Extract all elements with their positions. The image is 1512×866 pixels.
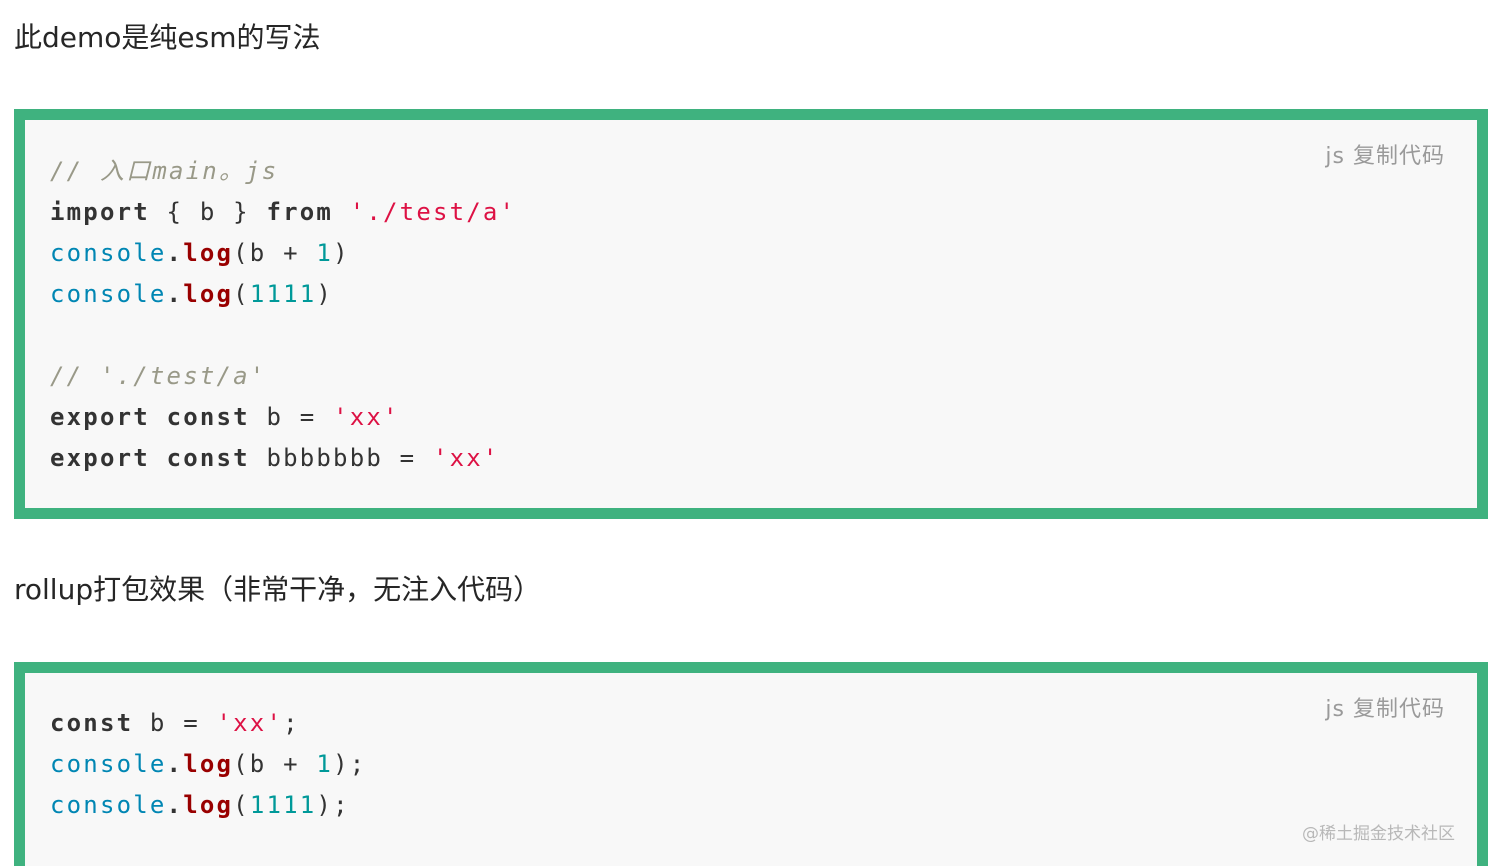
code-token: console (50, 239, 167, 267)
code-token: (b + (233, 239, 317, 267)
code-token: . (166, 280, 184, 308)
copy-code-button[interactable]: js 复制代码 (1325, 138, 1445, 170)
code-token (333, 198, 350, 226)
code-token: 1111 (249, 791, 317, 819)
code-token: 'xx' (432, 444, 500, 472)
code-token: ); (333, 750, 367, 778)
code-token: . (166, 239, 184, 267)
code-line: import { b } from './test/a' (50, 192, 516, 233)
copy-code-label: 复制代码 (1352, 697, 1445, 722)
code-token: b = (249, 403, 334, 431)
code-token: export (50, 444, 150, 472)
code-token: log (183, 791, 234, 819)
code-token: const (50, 709, 134, 737)
code-line: export const b = 'xx' (50, 397, 516, 438)
code-lang-label: js (1325, 144, 1345, 169)
code-token: log (183, 280, 234, 308)
code-token: ( (233, 280, 250, 308)
code-token: log (183, 750, 234, 778)
code-token: ) (316, 280, 334, 308)
copy-code-label: 复制代码 (1352, 144, 1445, 169)
code-block-esm-source: js 复制代码 // 入口main。js import { b } from './… (14, 109, 1488, 519)
code-token: export (50, 403, 150, 431)
copy-code-button[interactable]: js 复制代码 (1325, 691, 1445, 723)
code-line (50, 315, 516, 356)
code-content: // 入口main。js import { b } from './test/a'… (50, 151, 516, 479)
code-token: log (183, 239, 234, 267)
code-token: 1111 (249, 280, 317, 308)
code-token: ); (316, 791, 350, 819)
code-token: (b + (233, 750, 317, 778)
rollup-result-paragraph: rollup打包效果（非常干净，无注入代码） (14, 573, 542, 606)
code-lang-label: js (1325, 697, 1345, 722)
code-line: // './test/a' (50, 356, 516, 397)
code-token: ) (333, 239, 350, 267)
code-token: // 入口main。js (50, 157, 279, 185)
code-token: // './test/a' (50, 362, 267, 390)
code-token: . (166, 750, 184, 778)
code-token: ; (283, 709, 300, 737)
code-token (150, 403, 167, 431)
code-token: 1 (316, 750, 334, 778)
code-line: export const bbbbbbb = 'xx' (50, 438, 516, 479)
code-token: import (50, 198, 150, 226)
code-token: console (50, 280, 167, 308)
code-line: console.log(b + 1) (50, 233, 516, 274)
code-token: './test/a' (349, 198, 517, 226)
code-token: { b } (149, 198, 267, 226)
code-token: console (50, 750, 167, 778)
code-token: const (166, 444, 250, 472)
code-token: 'xx' (216, 709, 284, 737)
juejin-watermark: @稀土掘金技术社区 (1302, 824, 1455, 844)
code-line: // 入口main。js (50, 151, 516, 192)
code-line: const b = 'xx'; (50, 703, 366, 744)
code-token: ( (233, 791, 250, 819)
code-content: const b = 'xx';console.log(b + 1);consol… (50, 703, 366, 826)
code-token: from (266, 198, 334, 226)
code-token: bbbbbbb = (249, 444, 433, 472)
code-line: console.log(1111); (50, 785, 366, 826)
code-token: const (166, 403, 250, 431)
code-token: . (166, 791, 184, 819)
code-line: console.log(b + 1); (50, 744, 366, 785)
code-token: 'xx' (333, 403, 400, 431)
code-token: console (50, 791, 167, 819)
intro-paragraph: 此demo是纯esm的写法 (14, 21, 321, 54)
code-token: b = (133, 709, 217, 737)
code-token: 1 (316, 239, 334, 267)
code-line: console.log(1111) (50, 274, 516, 315)
code-token (150, 444, 167, 472)
